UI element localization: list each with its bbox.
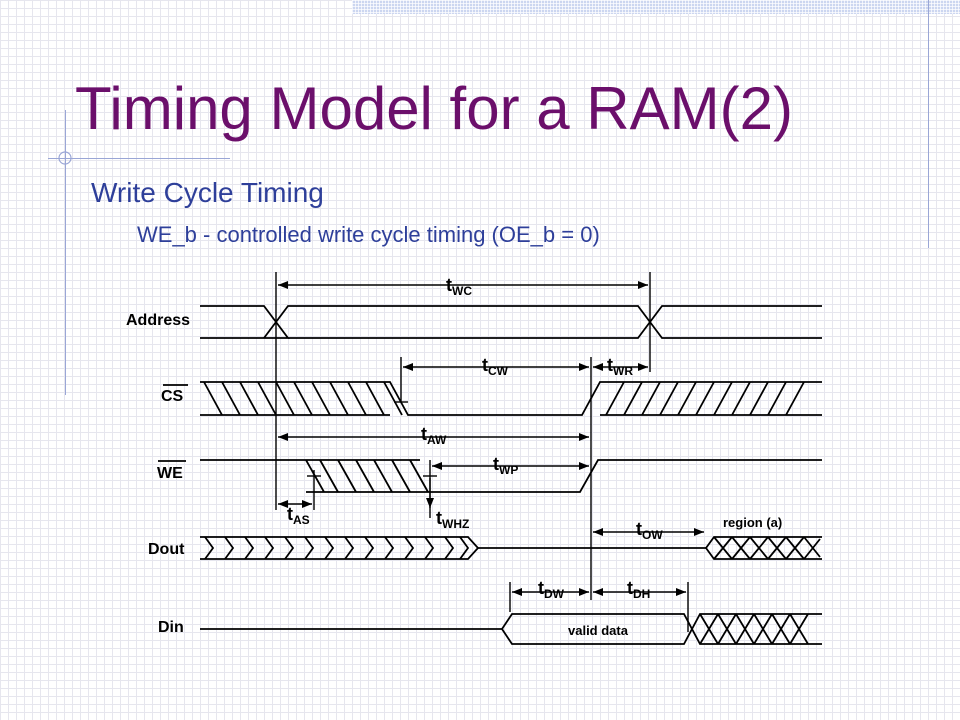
sub-bullet-we-controlled: WE_b - controlled write cycle timing (OE…	[137, 222, 600, 247]
slide-title: Timing Model for a RAM(2)	[75, 75, 793, 142]
signal-label-address: Address	[126, 312, 190, 329]
left-rule	[65, 110, 66, 395]
signal-label-cs: CS	[161, 388, 184, 405]
timing-label-taw: tAW	[421, 424, 447, 447]
waveform-cs	[200, 381, 822, 416]
waveform-we	[200, 459, 822, 493]
bullet-write-cycle: Write Cycle Timing	[91, 177, 324, 208]
waveform-address	[200, 305, 822, 339]
signal-label-din: Din	[158, 619, 184, 636]
right-rule	[928, 0, 929, 248]
timing-label-tas: tAS	[287, 504, 310, 527]
annotation-region-a: region (a)	[723, 515, 782, 530]
signal-label-we: WE	[157, 465, 183, 482]
annotation-valid-data: valid data	[568, 623, 629, 638]
reference-lines	[275, 272, 689, 632]
timing-label-twp: tWP	[493, 454, 518, 477]
header-decoration-band	[352, 0, 960, 14]
timing-label-tcw: tCW	[482, 355, 509, 378]
waveform-din	[200, 613, 822, 645]
crosshair-ornament-icon	[58, 151, 72, 165]
title-underline	[48, 158, 230, 159]
timing-label-tdh: tDH	[627, 578, 650, 601]
timing-label-twhz: tWHZ	[436, 508, 469, 531]
timing-label-tow: tOW	[636, 519, 663, 542]
signal-label-dout: Dout	[148, 541, 185, 558]
waveform-dout	[200, 536, 822, 560]
timing-label-twc: tWC	[446, 275, 472, 298]
timing-label-tdw: tDW	[538, 578, 565, 601]
timing-label-twr: tWR	[607, 355, 633, 378]
